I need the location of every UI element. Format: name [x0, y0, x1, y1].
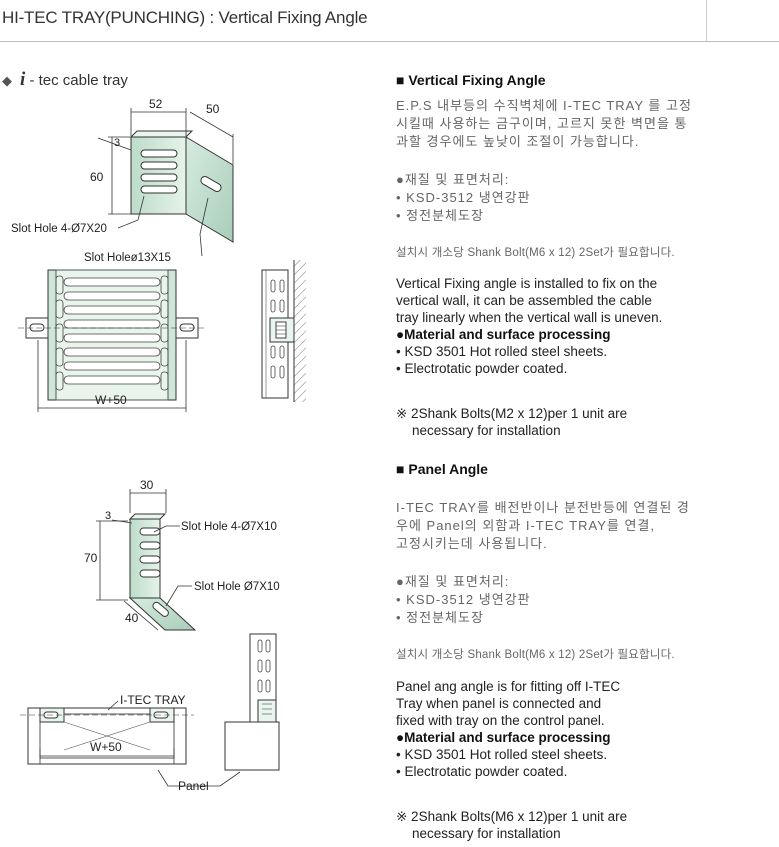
- text-line: • 정전분체도장: [396, 610, 484, 625]
- text-line: vertical wall, it can be assembled the c…: [396, 293, 652, 308]
- text-line: 우에 Panel의 외함과 I-TEC TRAY를 연결,: [396, 518, 655, 533]
- material-heading: ●Material and surface processing: [396, 327, 611, 342]
- text-line: necessary for installation: [412, 423, 561, 438]
- dim-height-label-2: 70: [84, 551, 98, 565]
- eng-description: Panel ang angle is for fitting off I-TEC…: [396, 678, 776, 780]
- eng-note: ※ 2Shank Bolts(M6 x 12)per 1 unit are ne…: [396, 808, 776, 842]
- panel-side-drawing: Panel: [157, 633, 280, 793]
- text-line: • KSD-3512 냉연강판: [396, 190, 531, 205]
- slot-hole-label-1: Slot Hole 4-Ø7X20: [11, 223, 107, 235]
- kor-note: 설치시 개소당 Shank Bolt(M6 x 12) 2Set가 필요합니다.: [396, 247, 675, 259]
- eng-description: Vertical Fixing angle is installed to fi…: [396, 275, 776, 377]
- slot-shape: [200, 176, 222, 192]
- slot-hole-label-2: Slot Holeø13X15: [84, 252, 171, 264]
- text-line: ●재질 및 표면처리:: [396, 172, 510, 187]
- technical-drawings: 52 50 3 60 Slot Hole 4-Ø7X20 Slot Holeø1…: [11, 97, 306, 793]
- kor-material: ●재질 및 표면처리: • KSD-3512 냉연강판 • 정전분체도장: [396, 171, 776, 225]
- width-label-2: W+50: [90, 740, 122, 754]
- width-label-1: W+50: [95, 393, 127, 407]
- page-title: HI-TEC TRAY(PUNCHING) : Vertical Fixing …: [2, 8, 368, 27]
- text-line: ※ 2Shank Bolts(M6 x 12)per 1 unit are: [396, 809, 628, 824]
- slot-shape: [140, 161, 178, 170]
- panel-label: Panel: [178, 779, 209, 793]
- text-line: • KSD 3501 Hot rolled steel sheets.: [396, 344, 608, 359]
- brand-text: - tec cable tray: [25, 72, 128, 89]
- slot-shape: [140, 185, 178, 194]
- text-line: necessary for installation: [412, 826, 561, 841]
- text-line: 과할 경우에도 높낮이 조절이 가능합니다.: [396, 134, 640, 149]
- eng-note: ※ 2Shank Bolts(M2 x 12)per 1 unit are ne…: [396, 405, 776, 439]
- tray-label: I-TEC TRAY: [120, 693, 186, 707]
- text-line: Panel ang angle is for fitting off I-TEC: [396, 679, 621, 694]
- text-line: Tray when panel is connected and: [396, 696, 602, 711]
- text-line: • Electrotatic powder coated.: [396, 764, 568, 779]
- material-heading: ●Material and surface processing: [396, 730, 611, 745]
- section-title-text: Vertical Fixing Angle: [408, 72, 546, 88]
- text-line: ●재질 및 표면처리:: [396, 574, 510, 589]
- angle-side-plate: [185, 136, 234, 243]
- text-line: • Electrotatic powder coated.: [396, 361, 568, 376]
- dim-top-label-2: 30: [140, 478, 154, 492]
- header-divider: [706, 0, 707, 41]
- dim-thickness-label: 3: [114, 137, 120, 149]
- text-line: Vertical Fixing angle is installed to fi…: [396, 276, 658, 291]
- text-line: • 정전분체도장: [396, 208, 484, 223]
- dim-top-label: 52: [149, 97, 163, 111]
- text-line: 고정시키는데 사용됩니다.: [396, 536, 548, 551]
- kor-material: ●재질 및 표면처리: • KSD-3512 냉연강판 • 정전분체도장: [396, 573, 776, 627]
- section-title: ■ Panel Angle: [396, 461, 776, 477]
- slot-hole-label-3: Slot Hole 4-Ø7X10: [181, 521, 277, 533]
- text-line: fixed with tray on the control panel.: [396, 713, 605, 728]
- text-line: • KSD-3512 냉연강판: [396, 592, 531, 607]
- dim-height-label: 60: [90, 170, 104, 184]
- section-title: ■ Vertical Fixing Angle: [396, 72, 776, 88]
- text-line: 시킬때 사용하는 금구이며, 고르지 못한 벽면을 통: [396, 116, 688, 131]
- angle-top-edge: [129, 130, 194, 138]
- square-bullet-icon: ■: [396, 461, 405, 477]
- vertical-angle-drawing: 52 50 3 60 Slot Hole 4-Ø7X20 Slot Holeø1…: [11, 97, 234, 264]
- kor-description: E.P.S 내부등의 수직벽체에 I-TEC TRAY 를 고정 시킬때 사용하…: [396, 97, 776, 151]
- text-line: E.P.S 내부등의 수직벽체에 I-TEC TRAY 를 고정: [396, 98, 692, 113]
- kor-note: 설치시 개소당 Shank Bolt(M6 x 12) 2Set가 필요합니다.: [396, 649, 675, 661]
- slot-shape: [140, 173, 178, 182]
- square-bullet-icon: ■: [396, 72, 405, 88]
- text-line: • KSD 3501 Hot rolled steel sheets.: [396, 747, 608, 762]
- brand-italic-i: i: [20, 69, 26, 90]
- text-line: tray linearly when the vertical wall is …: [396, 310, 663, 325]
- section-title-text: Panel Angle: [408, 461, 488, 477]
- tray-plan-drawing: W+50: [18, 269, 206, 412]
- wall-side-drawing: [261, 260, 306, 402]
- dim-side-label: 50: [206, 102, 220, 116]
- slot-hole-label-4: Slot Hole Ø7X10: [194, 581, 280, 593]
- panel-angle-drawing: 30 3 70 40 Slot Hole 4-Ø7X10 Slot Hole Ø…: [84, 478, 280, 631]
- text-line: ※ 2Shank Bolts(M2 x 12)per 1 unit are: [396, 406, 628, 421]
- text-line: I-TEC TRAY를 배전반이나 분전반등에 연결된 경: [396, 500, 690, 515]
- section-vertical-fixing-angle: ■ Vertical Fixing Angle: [396, 72, 776, 88]
- slot-shape: [140, 149, 178, 158]
- diamond-bullet-icon: ◆: [2, 73, 12, 88]
- kor-description: I-TEC TRAY를 배전반이나 분전반등에 연결된 경 우에 Panel의 …: [396, 499, 776, 553]
- brand-label: ◆ i - tec cable tray: [2, 69, 128, 91]
- dim-thickness-label-2: 3: [105, 510, 111, 522]
- panel-plan-drawing: W+50 I-TEC TRAY: [20, 693, 194, 765]
- section-panel-angle: ■ Panel Angle: [396, 461, 776, 477]
- page-header: HI-TEC TRAY(PUNCHING) : Vertical Fixing …: [0, 0, 779, 42]
- dim-base-label-2: 40: [125, 611, 139, 625]
